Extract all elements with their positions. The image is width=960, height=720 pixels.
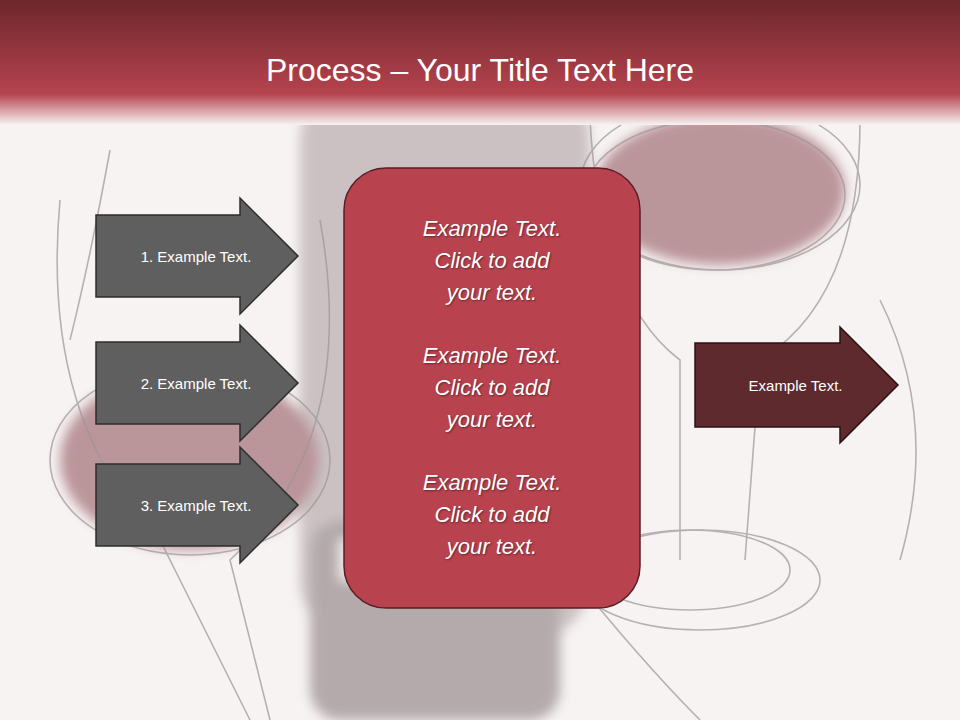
arrow-shape <box>96 325 298 441</box>
arrow-box: 3. Example Text. <box>96 447 298 563</box>
slide-title: Process – Your Title Text Here <box>0 52 960 89</box>
arrow-shape <box>96 447 298 563</box>
arrow-label: 3. Example Text. <box>100 464 292 546</box>
arrow-box: Example Text. <box>695 327 898 443</box>
process-box: Example Text. Click to add your text. Exa… <box>344 168 640 608</box>
arrow-box: 2. Example Text. <box>96 325 298 441</box>
rounded-box-shape <box>344 168 640 608</box>
arrow-label: Example Text. <box>699 343 892 427</box>
body-text: Example Text. Click to add your text. <box>417 213 567 309</box>
arrow-label: 1. Example Text. <box>100 215 292 297</box>
body-text: Example Text. Click to add your text. <box>417 467 567 563</box>
body-text: Example Text. Click to add your text. <box>417 340 567 436</box>
text-column: Example Text. Click to add your text. Exa… <box>344 168 640 608</box>
arrow-shape <box>695 327 898 443</box>
arrow-box: 1. Example Text. <box>96 198 298 314</box>
arrow-shape <box>96 198 298 314</box>
arrow-label: 2. Example Text. <box>100 342 292 424</box>
